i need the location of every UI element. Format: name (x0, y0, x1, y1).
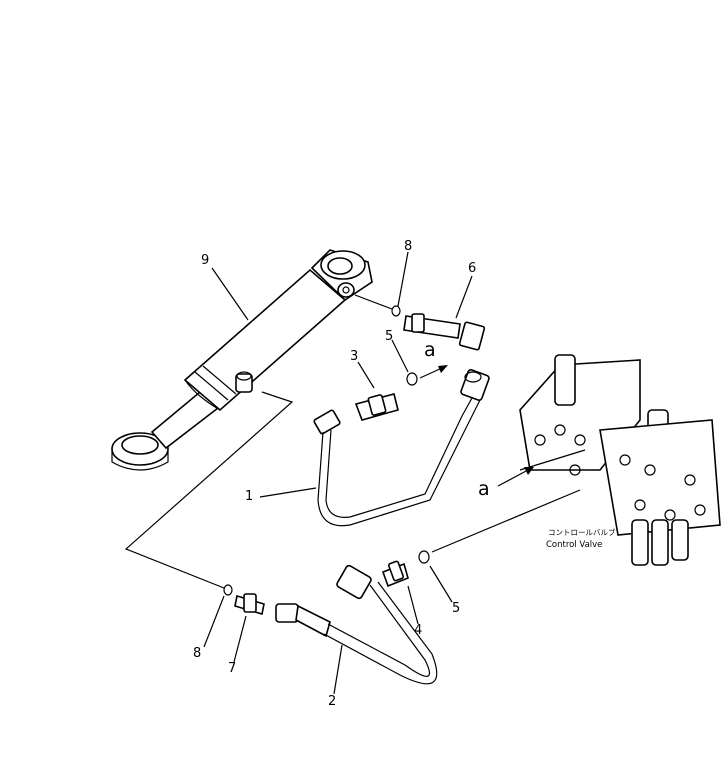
o-ring-8-top (391, 305, 401, 317)
elbow-6 (403, 313, 486, 351)
control-valve (519, 354, 721, 566)
callout-9: 9 (201, 253, 209, 268)
hose-2 (275, 564, 438, 685)
o-ring-5-top (406, 372, 418, 386)
adapter-3 (354, 393, 399, 421)
control-valve-label-en: Control Valve (546, 540, 602, 550)
callout-8-top: 8 (404, 239, 412, 254)
connection-lines (124, 251, 586, 695)
view-arrow-a-top: a (424, 339, 436, 361)
callout-3: 3 (350, 349, 358, 364)
o-ring-8-bottom (223, 584, 233, 596)
callout-5-top: 5 (385, 329, 393, 344)
o-ring-5-bottom (418, 550, 430, 564)
callout-6: 6 (468, 261, 476, 276)
hose-1 (313, 369, 490, 527)
callout-5-bottom: 5 (452, 601, 460, 616)
adapter-4 (381, 560, 409, 588)
callout-8-bottom: 8 (193, 646, 201, 661)
callout-1: 1 (245, 489, 253, 504)
callout-7: 7 (228, 661, 236, 676)
callout-4: 4 (414, 623, 422, 638)
hydraulic-cylinder (111, 249, 373, 471)
adapter-7 (234, 593, 265, 616)
view-arrow-a-left: a (478, 478, 490, 500)
callout-2: 2 (328, 694, 336, 709)
control-valve-label-jp: コントロールバルブ (548, 527, 616, 537)
